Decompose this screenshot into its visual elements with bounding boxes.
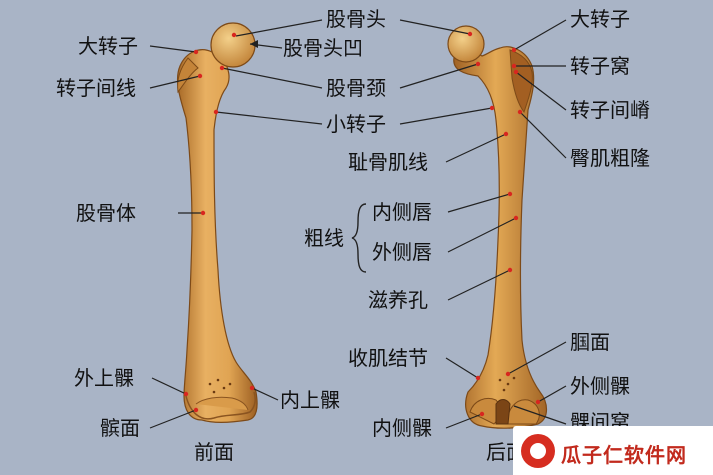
label-lesser-trochanter: 小转子 [326, 112, 386, 136]
label-front-greater-trochanter: 大转子 [78, 34, 138, 58]
label-front-view: 前面 [194, 440, 234, 464]
landmark-markers [183, 31, 541, 417]
label-neck-of-femur: 股骨颈 [326, 76, 386, 100]
label-front-lateral-epicondyle: 外上髁 [74, 366, 134, 390]
label-front-medial-epicondyle: 内上髁 [280, 388, 340, 412]
label-head-of-femur: 股骨头 [326, 7, 386, 31]
brand-logo-icon [521, 434, 555, 468]
label-pectineal-line: 耻骨肌线 [348, 150, 428, 174]
label-lateral-condyle: 外侧髁 [570, 374, 630, 398]
label-front-femoral-body: 股骨体 [76, 201, 136, 225]
back-leader-lines [351, 19, 567, 429]
label-gluteal-tuberosity: 臀肌粗隆 [570, 146, 650, 170]
label-medial-lip: 内侧唇 [372, 200, 432, 224]
label-linea-aspera: 粗线 [304, 226, 344, 250]
label-front-patellar-surface: 髌面 [100, 416, 140, 440]
label-lateral-lip: 外侧唇 [372, 240, 432, 264]
label-adductor-tubercle: 收肌结节 [348, 346, 428, 370]
watermark-banner: 瓜子仁软件网 [513, 426, 713, 475]
label-nutrient-foramen: 滋养孔 [368, 288, 428, 312]
label-back-greater-trochanter: 大转子 [570, 7, 630, 31]
label-front-intertrochanteric-line: 转子间线 [56, 76, 136, 100]
label-popliteal-surface: 腘面 [570, 330, 610, 354]
back-femur [447, 25, 548, 429]
label-intertrochanteric-crest: 转子间嵴 [570, 98, 650, 122]
front-femur [176, 22, 258, 423]
label-trochanteric-fossa: 转子窝 [570, 54, 630, 78]
label-medial-condyle: 内侧髁 [372, 416, 432, 440]
watermark-text: 瓜子仁软件网 [561, 443, 687, 467]
fovea-arrow [250, 40, 258, 48]
label-fovea-of-head: 股骨头凹 [283, 36, 363, 60]
